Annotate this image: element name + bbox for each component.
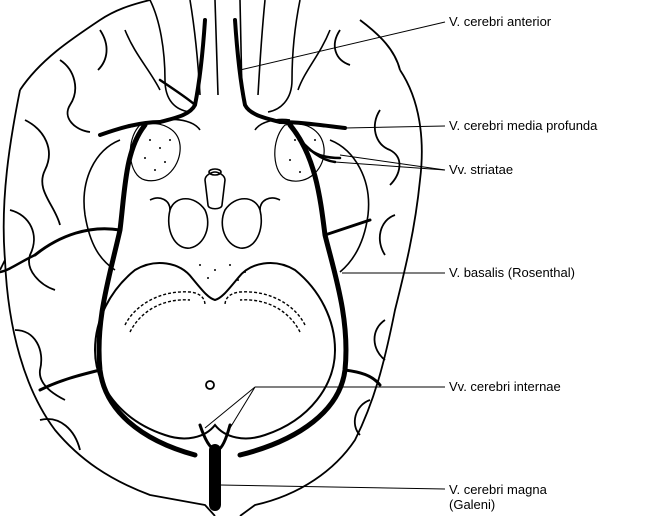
label-galeni: (Galeni) bbox=[449, 497, 496, 512]
label-vena-cerebri-anterior: V. cerebri anterior bbox=[449, 14, 552, 29]
label-vv-striatae: Vv. striatae bbox=[449, 162, 514, 177]
label-vena-basalis: V. basalis (Rosenthal) bbox=[449, 265, 575, 280]
leader-lines bbox=[204, 21, 446, 490]
leader-internae-2 bbox=[204, 386, 256, 429]
leader-striatae-1 bbox=[334, 161, 446, 171]
cerebral-hemispheres-outline bbox=[0, 0, 423, 516]
hypothalamic-structures bbox=[149, 118, 291, 249]
basal-vein-left bbox=[96, 122, 198, 458]
substantia-nigra bbox=[124, 291, 306, 333]
leader-media-profunda bbox=[344, 125, 446, 129]
label-vena-cerebri-magna: V. cerebri magna bbox=[449, 482, 547, 497]
frontal-region bbox=[124, 0, 331, 113]
midbrain-section bbox=[93, 262, 337, 440]
label-vena-cerebri-media-profunda: V. cerebri media profunda bbox=[449, 118, 598, 133]
temporal-lobes bbox=[83, 139, 370, 273]
cerebral-aqueduct bbox=[205, 380, 215, 390]
basal-vein-right bbox=[237, 122, 349, 458]
deep-middle-cerebral-vein-left bbox=[98, 120, 162, 137]
leader-magna bbox=[219, 484, 446, 490]
label-vv-cerebri-internae: Vv. cerebri internae bbox=[449, 379, 561, 394]
leader-internae-3 bbox=[229, 386, 256, 429]
veins bbox=[0, 18, 382, 511]
leader-striatae-2 bbox=[339, 154, 446, 171]
leader-anterior bbox=[239, 21, 446, 71]
anterior-cerebral-vein-right bbox=[233, 18, 282, 124]
deep-middle-cerebral-vein-right bbox=[278, 120, 347, 130]
